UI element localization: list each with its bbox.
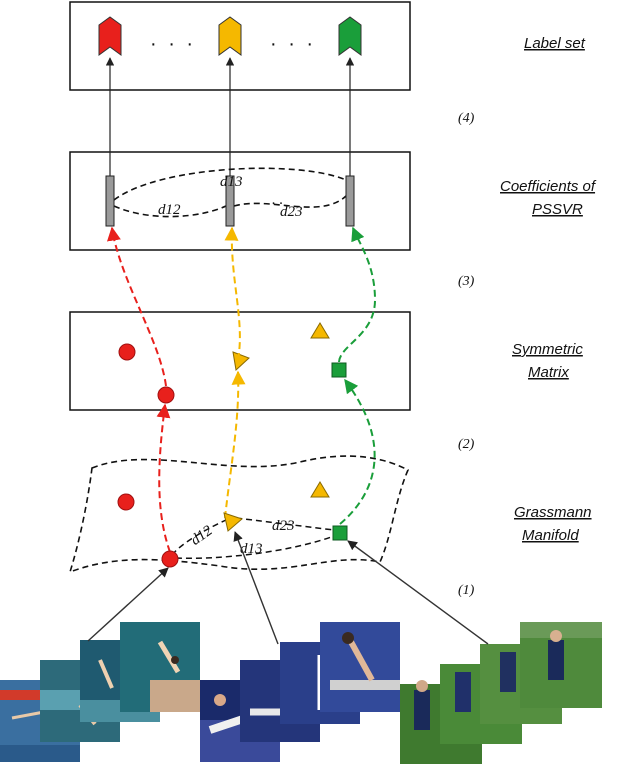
matrix-green-square [331,362,347,378]
label-icon-red [98,16,122,56]
photo-group-golf [400,622,602,764]
symmetric-title-line2: Matrix [528,364,569,381]
coef-curve-d13 [113,167,347,201]
label-icon-green [338,16,362,56]
step-label-1: (1) [458,583,475,598]
arrow-matrix-to-coef-red [107,226,167,387]
coef-label-d12: d12 [158,202,181,218]
manifold-label-d23: d23 [272,518,295,534]
grassmann-title-line2: Manifold [522,527,579,544]
coef-label-d23: d23 [280,204,303,220]
label-ellipsis-1: · · · [150,33,196,55]
label-icon-yellow [218,16,242,56]
coef-bar-3 [345,175,355,227]
label-set-title: Label set [524,35,586,52]
coef-small-dots: . . [272,192,283,208]
manifold-yellow-triangle-1 [310,481,330,498]
arrow-matrix-to-coef-yellow [224,226,241,361]
step-label-2: (2) [458,437,475,452]
arrow-frames-to-manifold-red [87,567,169,642]
coef-bar-1 [105,175,115,227]
coefficients-title-line1: Coefficients of [500,178,597,195]
coef-curve-d12 [113,205,227,218]
symmetric-title-line1: Symmetric [512,341,583,358]
arrow-manifold-to-matrix-red [156,403,171,553]
manifold-green-square [332,525,348,541]
photo-group-diving [0,622,200,762]
matrix-red-circle-2 [157,386,175,404]
coef-bar-2 [225,175,235,227]
step-label-4: (4) [458,111,475,126]
label-ellipsis-2: · · · [270,33,316,55]
coefficients-title-line2: PSSVR [532,201,583,218]
matrix-yellow-triangle-1 [310,322,330,339]
matrix-yellow-triangle-2 [232,351,250,371]
manifold-yellow-triangle-2 [223,512,243,532]
coef-curve-d23 [233,195,347,208]
arrow-manifold-to-matrix-yellow [224,370,246,519]
manifold-label-d12: d12 [188,522,216,548]
manifold-label-d13: d13 [240,541,263,557]
step-label-3: (3) [458,274,475,289]
arrow-manifold-to-matrix-green [339,378,376,525]
arrow-frames-to-manifold-green [347,540,489,645]
grassmann-manifold-sheet [68,455,410,574]
photo-group-gymnastics [200,622,400,762]
manifold-red-circle-1 [117,493,135,511]
arrow-matrix-to-coef-green [338,226,377,363]
matrix-red-circle-1 [118,343,136,361]
manifold-red-circle-2 [161,550,179,568]
grassmann-title-line1: Grassmann [514,504,592,521]
coef-label-d13: d13 [220,174,243,190]
arrow-frames-to-manifold-yellow [233,531,279,645]
manifold-curve-d13 [175,535,335,560]
coefficients-box [69,151,411,251]
manifold-curve-d23 [235,517,335,531]
